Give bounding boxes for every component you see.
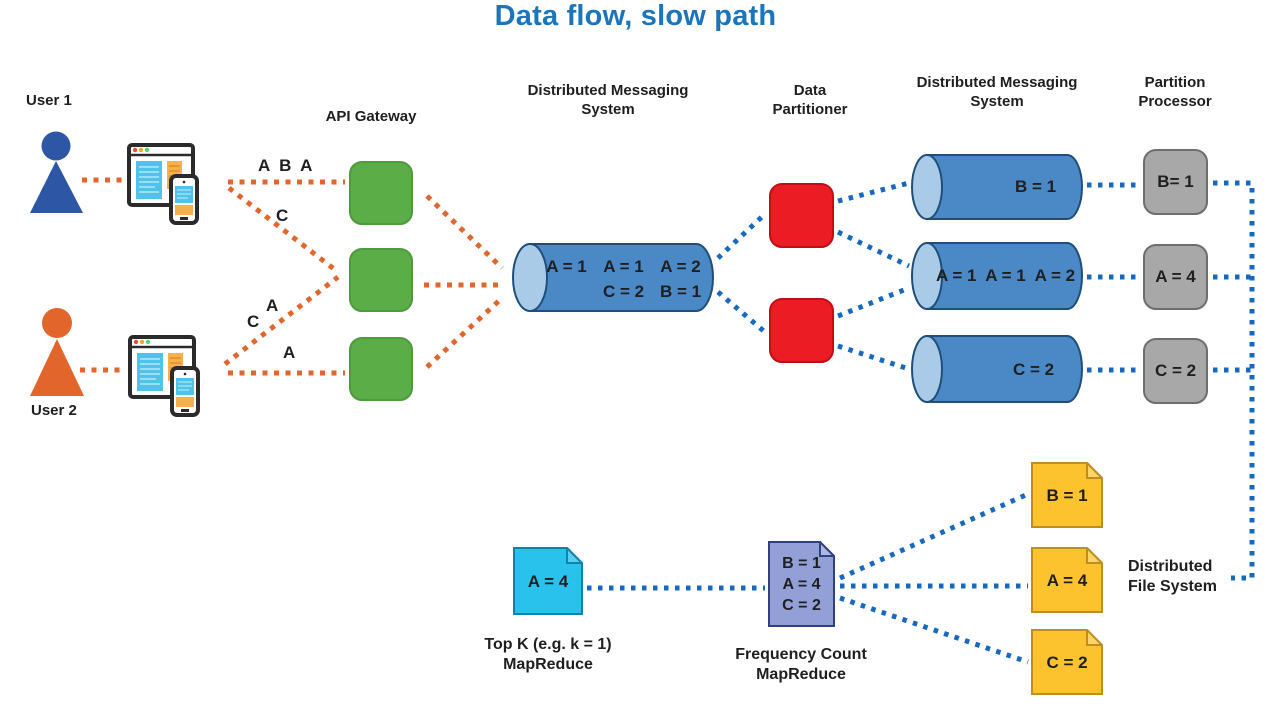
dfs-file-c: C = 2 <box>1031 627 1105 695</box>
dfs-file-a-value: A = 4 <box>1046 570 1088 590</box>
processor-value: C = 2 <box>1154 361 1197 380</box>
api-gateway-node-3 <box>349 337 413 401</box>
frequency-count-document-icon <box>768 539 837 627</box>
frequency-count-label-line1: Frequency Count <box>735 646 867 663</box>
freq-value-c: C = 2 <box>782 596 821 614</box>
edge-processors-to-dfs <box>1213 180 1255 581</box>
frequency-count-label: Frequency Count MapReduce <box>721 645 881 685</box>
edge-label-user2-diagonal-lower: C <box>247 312 260 331</box>
edge-label-user1-diagonal: C <box>276 206 289 225</box>
queue-c-contents: C = 2 <box>1013 360 1055 379</box>
frequency-count-document: B = 1 A = 4 C = 2 <box>768 539 837 627</box>
dfs-file-a: A = 4 <box>1031 545 1105 613</box>
dfs-file-c-value: C = 2 <box>1046 652 1088 672</box>
partition-processor-label: Partition Processor <box>1138 74 1212 110</box>
user1-person-icon <box>30 131 83 213</box>
data-partitioner-node-2 <box>769 298 834 363</box>
distributed-file-system-label: Distributed File System <box>1128 558 1217 595</box>
edge-partitioner2-to-queueC <box>837 343 910 372</box>
queue-entry: A = 1 <box>546 257 587 276</box>
processor-value: B= 1 <box>1157 172 1194 191</box>
edge-label-user2-diagonal-upper: A <box>266 296 279 315</box>
partition-processor-node-a: A = 4 <box>1143 244 1208 310</box>
queue-b-contents: B = 1 <box>1015 177 1057 196</box>
edge-partitioner1-to-queueA <box>836 229 911 269</box>
frequency-count-label-line2: MapReduce <box>756 666 846 683</box>
edge-queue-to-partitioner2 <box>716 290 768 335</box>
data-partitioner-label: Data Partitioner <box>772 82 848 118</box>
partition-processor-node-c: C = 2 <box>1143 338 1208 404</box>
messaging-system-1-label: Distributed Messaging System <box>527 82 689 118</box>
topk-label-line2: MapReduce <box>503 656 593 673</box>
dfs-file-b-icon <box>1031 460 1105 528</box>
api-gateway-label: API Gateway <box>325 108 417 125</box>
partition-processor-node-b: B= 1 <box>1143 149 1208 215</box>
topk-document-icon <box>513 545 585 615</box>
user2-devices-icon <box>128 335 200 417</box>
edge-user1-to-gateway2 <box>227 186 340 274</box>
user2-label: User 2 <box>31 402 77 419</box>
messaging-system-2-label: Distributed Messaging System <box>916 74 1078 110</box>
dfs-file-a-icon <box>1031 545 1105 613</box>
freq-value-b: B = 1 <box>782 554 821 572</box>
user1-label: User 1 <box>26 92 72 109</box>
messaging-system-1-queue <box>512 243 714 312</box>
queue-entry: A = 1 <box>603 257 644 276</box>
edge-label-user1-top: A B A <box>258 156 313 175</box>
messaging-system-1-contents: A = 1 A = 1 A = 2 C = 2 B = 1 <box>538 254 709 304</box>
queue-entry: B = 1 <box>659 282 702 301</box>
user2-person-icon <box>30 308 84 396</box>
edge-queue-to-partitioner1 <box>716 211 768 260</box>
edge-freq-to-fileC <box>839 595 1029 665</box>
edge-partitioner1-to-queueB <box>837 180 910 204</box>
edge-partitioner2-to-queueA <box>837 285 910 319</box>
freq-value-a: A = 4 <box>782 575 821 593</box>
page-title: Data flow, slow path <box>494 0 777 32</box>
api-gateway-node-1 <box>349 161 413 225</box>
queue-entry: A = 2 <box>660 257 701 276</box>
processor-value: A = 4 <box>1155 267 1196 286</box>
edge-label-user2-bottom: A <box>283 343 296 362</box>
topk-label: Top K (e.g. k = 1) MapReduce <box>468 635 628 675</box>
messaging-system-2-queue-b <box>911 154 1083 220</box>
edge-user2-to-gateway2 <box>223 275 340 366</box>
queue-a-contents: A = 1 A = 1 A = 2 <box>936 266 1076 285</box>
topk-label-line1: Top K (e.g. k = 1) <box>484 636 612 653</box>
edge-gateway1-to-queue <box>425 194 504 270</box>
api-gateway-node-2 <box>349 248 413 312</box>
edge-gateway3-to-queue <box>425 296 504 369</box>
frequency-count-values: B = 1 A = 4 C = 2 <box>768 541 835 627</box>
edge-freq-to-fileB <box>838 491 1030 581</box>
dfs-file-c-icon <box>1031 627 1105 695</box>
queue-entry: C = 2 <box>602 282 645 301</box>
queue-entry <box>538 279 595 304</box>
topk-document: A = 4 <box>513 545 585 615</box>
messaging-system-2-queue-a <box>911 242 1083 310</box>
user1-devices-icon <box>127 143 199 225</box>
messaging-system-2-queue-c <box>911 335 1083 403</box>
topk-value: A = 4 <box>527 571 569 591</box>
data-partitioner-node-1 <box>769 183 834 248</box>
dfs-file-b-value: B = 1 <box>1046 485 1088 505</box>
dfs-file-b: B = 1 <box>1031 460 1105 528</box>
